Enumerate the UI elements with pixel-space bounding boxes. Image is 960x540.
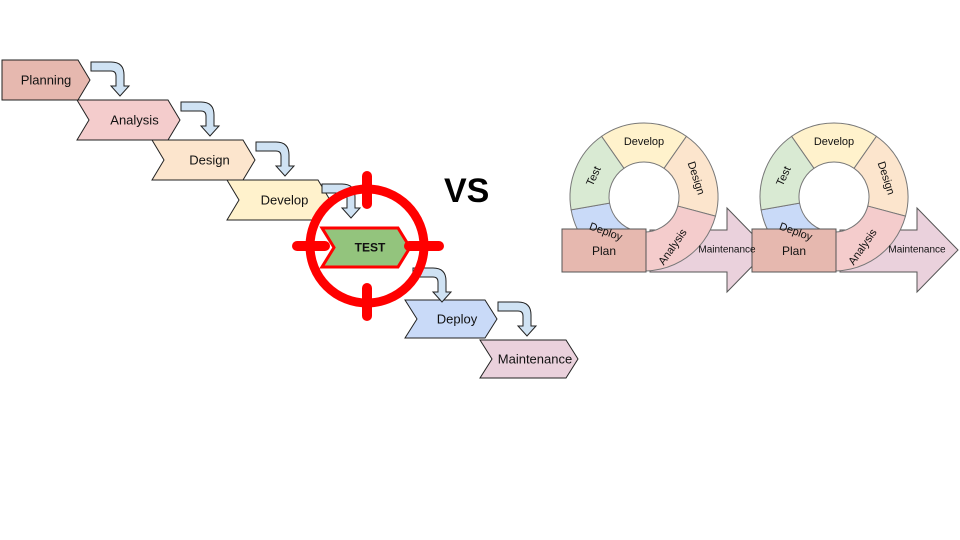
waterfall-step-deploy: Deploy bbox=[404, 299, 538, 339]
cycle-label-develop: Develop bbox=[624, 136, 664, 148]
vs-label: VS bbox=[444, 172, 490, 210]
agile-cycle-2 bbox=[751, 122, 959, 294]
maintenance-arrow bbox=[649, 206, 769, 294]
step-chevron bbox=[479, 339, 579, 379]
curved-arrow-icon bbox=[90, 61, 131, 97]
step-label: Deploy bbox=[437, 312, 478, 327]
maintenance-label: Maintenance bbox=[698, 245, 756, 256]
waterfall-step-maintenance: Maintenance bbox=[479, 339, 579, 379]
step-label: Planning bbox=[21, 73, 72, 88]
target-crosshair-icon bbox=[292, 171, 444, 321]
step-label: Design bbox=[189, 153, 229, 168]
step-label: TEST bbox=[355, 241, 386, 255]
waterfall-step-analysis: Analysis bbox=[76, 99, 221, 141]
curved-arrow-icon bbox=[180, 101, 221, 137]
step-label: Develop bbox=[261, 193, 309, 208]
waterfall-step-test: TEST bbox=[319, 226, 412, 269]
waterfall-step-planning: Planning bbox=[1, 59, 131, 101]
curved-arrow-icon bbox=[412, 267, 453, 303]
step-label: Analysis bbox=[110, 113, 159, 128]
curved-arrow-icon bbox=[497, 301, 538, 337]
maintenance-label: Maintenance bbox=[888, 245, 946, 256]
maintenance-arrow bbox=[839, 206, 959, 294]
agile-cycle-1 bbox=[561, 122, 769, 294]
cycle-segment-test bbox=[569, 135, 625, 211]
curved-arrow-icon bbox=[255, 141, 296, 177]
step-chevron bbox=[404, 299, 498, 339]
cycle-label-develop: Develop bbox=[814, 136, 854, 148]
waterfall-step-design: Design bbox=[151, 139, 296, 181]
plan-label: Plan bbox=[782, 244, 806, 258]
step-label: Maintenance bbox=[498, 352, 572, 367]
step-chevron bbox=[319, 226, 412, 269]
plan-box bbox=[751, 228, 837, 273]
plan-box bbox=[561, 228, 647, 273]
cycle-segment-test bbox=[759, 135, 815, 211]
plan-label: Plan bbox=[592, 244, 616, 258]
